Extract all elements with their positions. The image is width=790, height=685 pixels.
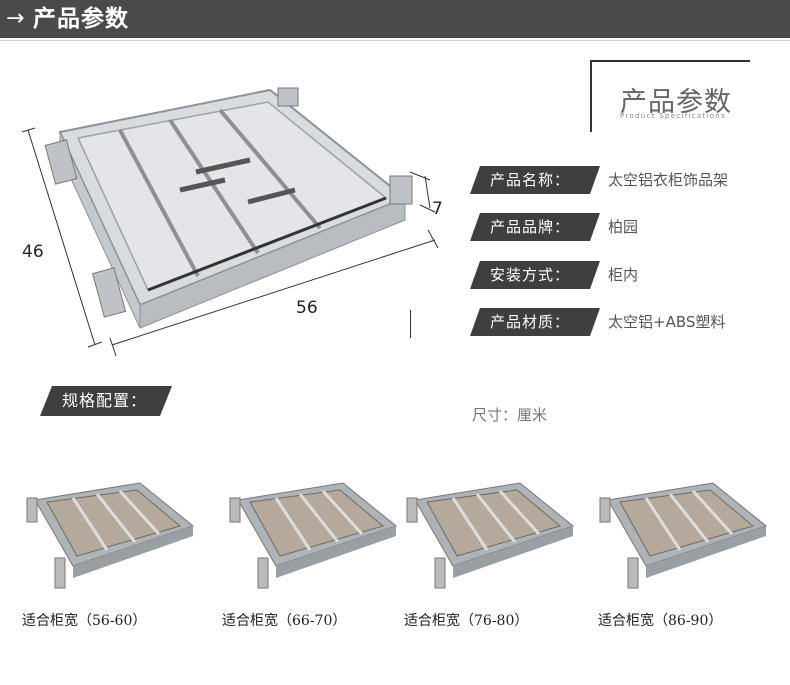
variant-image-1 xyxy=(26,482,195,589)
config-label: 规格配置： xyxy=(40,386,172,416)
spec-value-name: 太空铝衣柜饰品架 xyxy=(608,171,729,189)
spec-box-subtitle: Product Specifications xyxy=(620,112,726,120)
variant-image-4 xyxy=(599,482,768,589)
spec-label-material: 产品材质： xyxy=(470,308,600,336)
spec-label-install: 安装方式： xyxy=(470,261,600,289)
section-title: 产品参数 xyxy=(33,6,129,32)
variant-image-3 xyxy=(406,482,575,589)
variant-caption-4: 适合柜宽（86-90） xyxy=(598,613,723,629)
variant-image-2 xyxy=(229,482,398,589)
divider-line xyxy=(410,310,411,338)
section-header: → 产品参数 xyxy=(0,0,790,38)
variant-caption-3: 适合柜宽（76-80） xyxy=(404,613,529,629)
spec-frame xyxy=(590,60,750,132)
variant-caption-1: 适合柜宽（56-60） xyxy=(22,613,147,629)
product-drawing xyxy=(21,87,439,357)
width-dimension: 56 xyxy=(296,298,318,318)
height-dimension: 7 xyxy=(432,199,443,219)
spec-value-install: 柜内 xyxy=(608,266,639,284)
spec-label-name: 产品名称： xyxy=(470,166,600,194)
spec-label-brand: 产品品牌： xyxy=(470,213,600,241)
depth-dimension: 46 xyxy=(22,242,44,262)
size-unit-note: 尺寸：厘米 xyxy=(472,406,548,424)
header-divider xyxy=(0,40,790,41)
arrow-right-icon: → xyxy=(6,6,25,31)
spec-value-material: 太空铝+ABS塑料 xyxy=(608,313,726,331)
spec-value-brand: 柏园 xyxy=(608,218,639,236)
spec-box-title: 产品参数 xyxy=(620,87,732,118)
variant-caption-2: 适合柜宽（66-70） xyxy=(222,613,347,629)
